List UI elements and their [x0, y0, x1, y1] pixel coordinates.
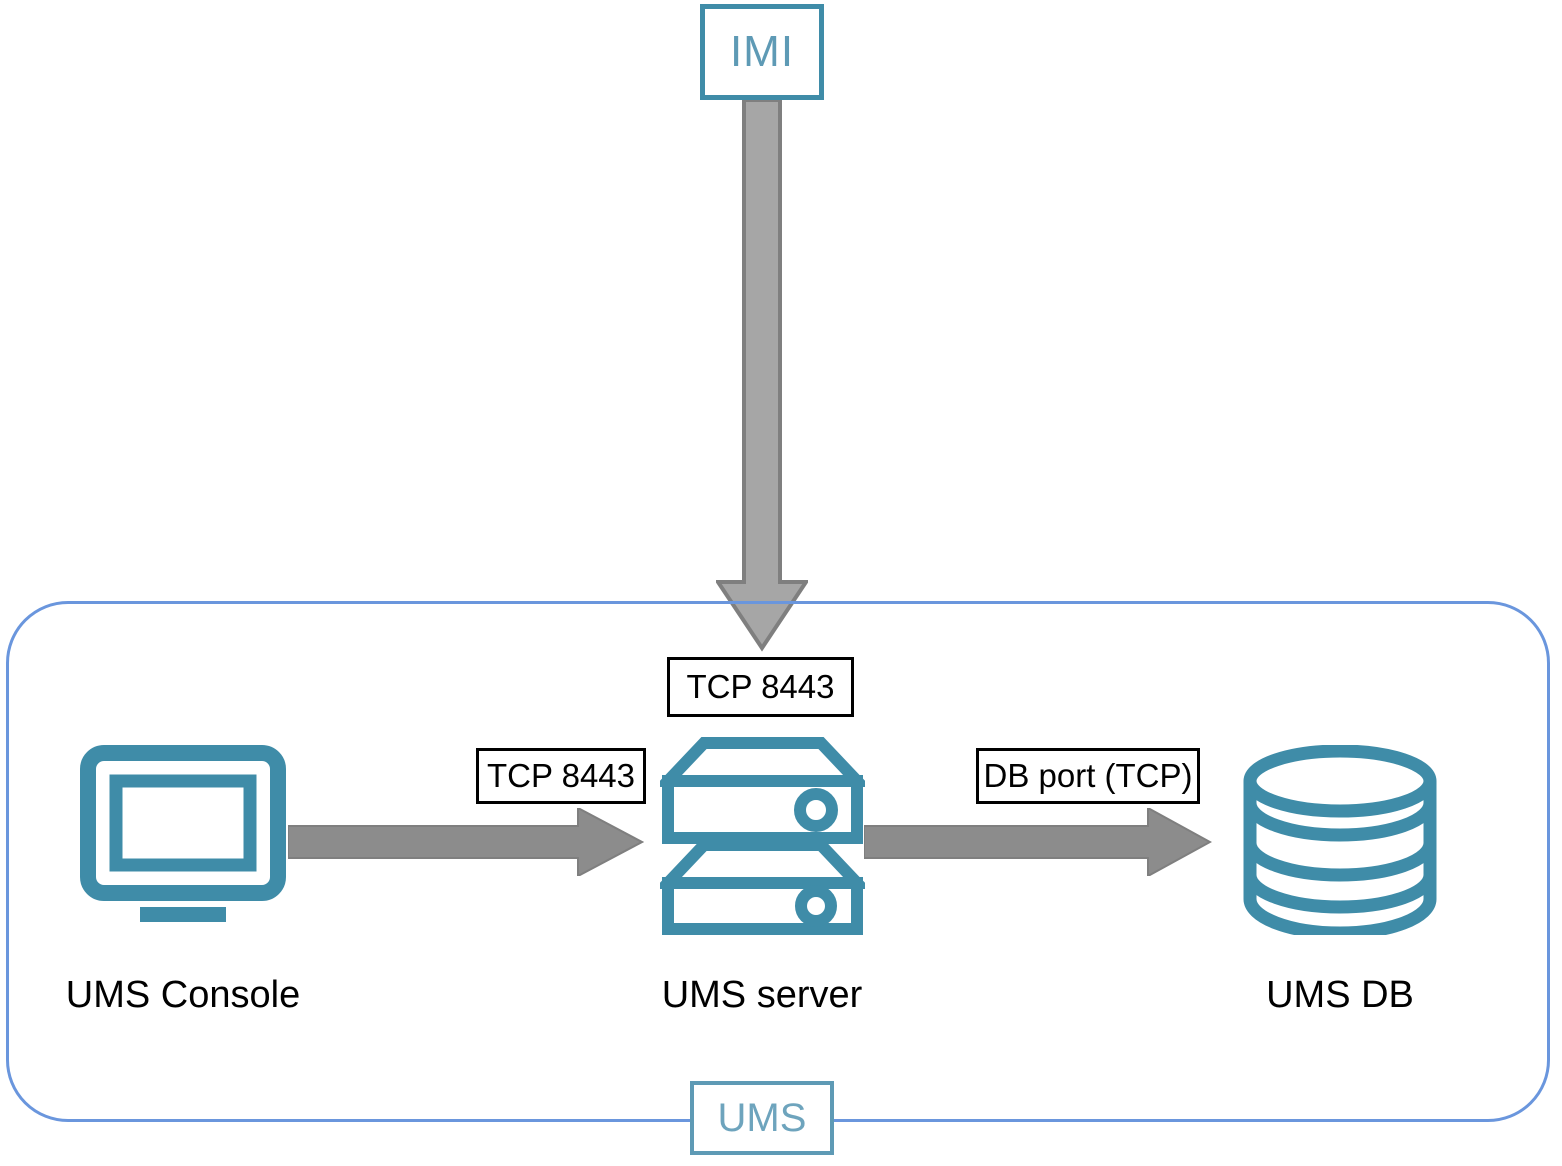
imi-label: IMI: [729, 27, 795, 76]
arrow-server-to-db: [863, 806, 1213, 878]
arrow-console-to-server: [287, 806, 645, 878]
connection-label-server-to-db: DB port (TCP): [976, 748, 1200, 804]
monitor-icon: [80, 745, 286, 922]
arrow-right-icon: [863, 806, 1213, 878]
arrow-right-icon: [287, 806, 645, 878]
database-icon: [1243, 744, 1437, 940]
connection-label-console-to-server: TCP 8443: [476, 748, 646, 804]
ums-boundary-tag-label: UMS: [717, 1096, 807, 1140]
ums-db-node: [1240, 744, 1440, 940]
arrow-imi-to-server: [714, 98, 810, 652]
ums-server-caption: UMS server: [661, 974, 863, 1016]
server-icon: [654, 737, 871, 935]
arrow-down-icon: [714, 98, 810, 652]
ums-db-caption: UMS DB: [1266, 974, 1414, 1016]
imi-external-node: IMI: [700, 4, 824, 100]
ums-console-node: [78, 745, 288, 930]
ums-boundary-tag: UMS: [690, 1081, 834, 1155]
ums-server-node: [654, 735, 871, 935]
ums-console-caption: UMS Console: [65, 974, 301, 1016]
connection-label-imi-to-server: TCP 8443: [667, 657, 854, 717]
